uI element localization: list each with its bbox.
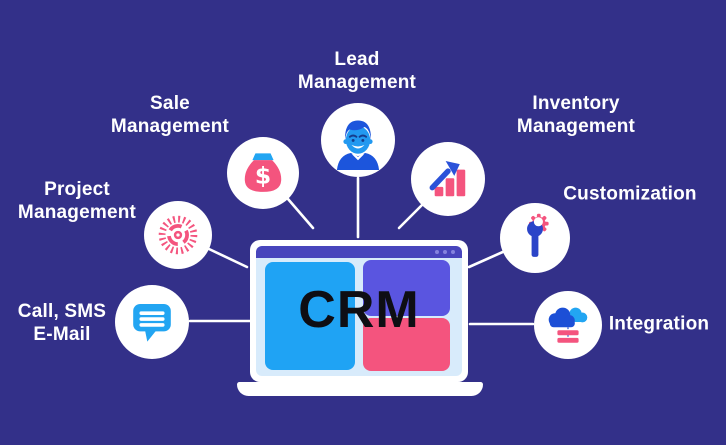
chat-bubble-icon xyxy=(133,303,171,342)
label-sale-management: Sale Management xyxy=(110,92,230,137)
line-project xyxy=(207,247,249,269)
window-dot-icon xyxy=(443,250,447,254)
window-dot-icon xyxy=(451,250,455,254)
window-content: CRM xyxy=(256,258,462,376)
growth-chart-icon xyxy=(429,160,466,197)
dashboard-panel-pink xyxy=(363,318,450,371)
label-inventory-management: Inventory Management xyxy=(516,92,636,137)
laptop-screen: CRM xyxy=(250,240,468,382)
node-project-management xyxy=(144,201,212,269)
dashboard-panel-blue xyxy=(265,262,355,370)
node-sale-management: $ xyxy=(227,137,299,209)
money-bag-icon: $ xyxy=(244,153,282,192)
label-call-sms-email: Call, SMS E-Mail xyxy=(17,300,107,345)
window-dot-icon xyxy=(435,250,439,254)
node-lead-management xyxy=(321,103,395,177)
window-titlebar xyxy=(256,246,462,258)
wrench-gear-icon xyxy=(527,213,549,257)
cloud-sync-icon xyxy=(548,307,588,343)
svg-text:$: $ xyxy=(255,162,271,190)
node-call-sms-email xyxy=(115,285,189,359)
label-project-management: Project Management xyxy=(17,178,137,223)
dashboard-panel-purple xyxy=(363,260,450,316)
laptop-base xyxy=(237,382,483,396)
label-customization: Customization xyxy=(563,183,697,205)
line-customization xyxy=(467,249,507,269)
node-integration xyxy=(534,291,602,359)
gear-icon xyxy=(158,215,198,255)
node-customization xyxy=(500,203,570,273)
person-icon xyxy=(336,120,380,170)
label-integration: Integration xyxy=(608,313,710,335)
label-lead-management: Lead Management xyxy=(297,48,417,93)
line-inventory xyxy=(397,202,425,230)
laptop-display: CRM xyxy=(256,246,462,376)
node-inventory-management xyxy=(411,142,485,216)
crm-title: CRM xyxy=(298,281,420,339)
line-sale xyxy=(286,197,315,230)
